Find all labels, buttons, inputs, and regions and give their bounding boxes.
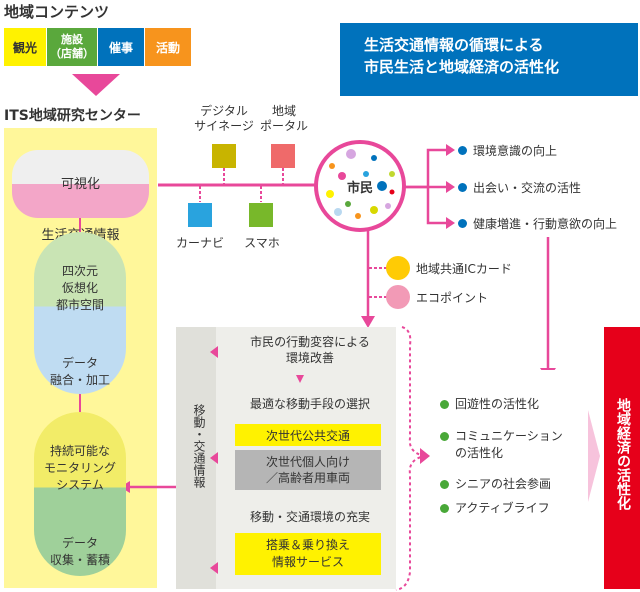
- ic-card-icon: [386, 256, 410, 280]
- smartphone-label: スマホ: [244, 236, 280, 250]
- outcome-health: 健康増進・行動意欲の向上: [458, 215, 617, 232]
- local-portal-icon: [271, 144, 295, 168]
- eco-point-icon: [386, 285, 410, 309]
- tile-tourism-label: 観光: [12, 40, 37, 55]
- tile-facilities-label: 施設 （店舗）: [50, 33, 94, 60]
- tile-activities: 活動: [145, 28, 191, 66]
- behavior-change-box: 市民の行動変容による 環境改善: [250, 335, 370, 365]
- next-personal-vehicle-box: 次世代個人向け ／高齢者用車両: [235, 450, 381, 490]
- effect-label: シニアの社会参画: [455, 477, 552, 491]
- citizen-label: 市民: [346, 180, 373, 196]
- local-portal-label: 地域 ポータル: [259, 104, 308, 133]
- ic-card-label: 地域共通ICカード: [416, 262, 512, 276]
- outcome-encounters: 出会い・交流の活性: [458, 179, 581, 196]
- effect-label: 回遊性の活性化: [455, 397, 540, 411]
- effect-label: アクティブライフ: [455, 501, 550, 515]
- monitoring-label: 持続可能な モニタリング システム: [43, 444, 116, 492]
- visualize-label: 可視化: [60, 176, 100, 192]
- tile-events-label: 催事: [108, 40, 133, 55]
- data-fusion-label: データ 融合・加工: [49, 356, 110, 387]
- outcome-bullet-icon: [458, 183, 467, 192]
- economy-chevron: [430, 370, 600, 588]
- citizen-circle: 市民: [314, 140, 406, 232]
- tile-facilities: 施設 （店舗）: [47, 28, 97, 66]
- effect-bullet-icon: [440, 504, 449, 513]
- digital-signage-label: デジタル サイネージ: [194, 104, 254, 133]
- data-collection-label: データ 収集・蓄積: [49, 536, 110, 567]
- optimal-means-label: 最適な移動手段の選択: [249, 397, 370, 411]
- economy-label: 地域経済の活性化: [615, 398, 631, 510]
- next-public-transport-box: 次世代公共交通: [235, 424, 381, 446]
- monitoring-pill: 持続可能な モニタリング システム データ 収集・蓄積: [34, 412, 126, 576]
- effect-bullet-icon: [440, 432, 449, 441]
- effect-migration: 回遊性の活性化: [440, 396, 590, 413]
- outcome-label: 出会い・交流の活性: [473, 181, 582, 195]
- visualize-pill: 可視化 生活交通情報: [12, 150, 149, 243]
- transfer-info-box: 搭乗＆乗り換え 情報サービス: [235, 533, 381, 575]
- effect-bullet-icon: [440, 480, 449, 489]
- environment-label: 移動・交通環境の充実: [249, 510, 370, 524]
- virtual-space-label: 四次元 仮想化 都市空間: [55, 264, 104, 312]
- smartphone-icon: [249, 203, 273, 227]
- eco-point-label: エコポイント: [416, 291, 489, 305]
- down-arrow-to-center: [72, 74, 120, 96]
- mobility-vertical-label: 移動・交通情報: [192, 404, 206, 488]
- tile-activities-label: 活動: [155, 40, 180, 55]
- local-contents-title: 地域コンテンツ: [4, 3, 110, 21]
- citizen-dots: [326, 149, 395, 219]
- effect-active-life: アクティブライフ: [440, 500, 590, 517]
- outcome-bullet-icon: [458, 219, 467, 228]
- outcome-label: 環境意識の向上: [473, 144, 558, 158]
- virtual-space-pill: 四次元 仮想化 都市空間 データ 融合・加工: [34, 232, 126, 394]
- headline-line2: 市民生活と地域経済の活性化: [364, 58, 560, 76]
- digital-signage-icon: [212, 144, 236, 168]
- tile-tourism: 観光: [4, 28, 46, 66]
- outcome-bullet-icon: [458, 146, 467, 155]
- outcome-branch: [400, 148, 446, 189]
- tile-events: 催事: [98, 28, 144, 66]
- dotted-brace: [395, 326, 425, 591]
- outcome-label: 健康増進・行動意欲の向上: [473, 217, 618, 231]
- headline-line1: 生活交通情報の循環による: [364, 36, 544, 54]
- outcome-environment: 環境意識の向上: [458, 142, 557, 159]
- effect-senior: シニアの社会参画: [440, 476, 590, 493]
- car-navi-label: カーナビ: [175, 236, 224, 250]
- car-navi-icon: [188, 203, 212, 227]
- headline-banner: 生活交通情報の循環による 市民生活と地域経済の活性化: [340, 23, 638, 96]
- effect-communication: コミュニケーション の活性化: [440, 428, 590, 462]
- effect-bullet-icon: [440, 400, 449, 409]
- center-title: ITS地域研究センター: [4, 108, 141, 124]
- mobility-label-column: [176, 327, 216, 589]
- effect-label: コミュニケーション の活性化: [455, 429, 563, 460]
